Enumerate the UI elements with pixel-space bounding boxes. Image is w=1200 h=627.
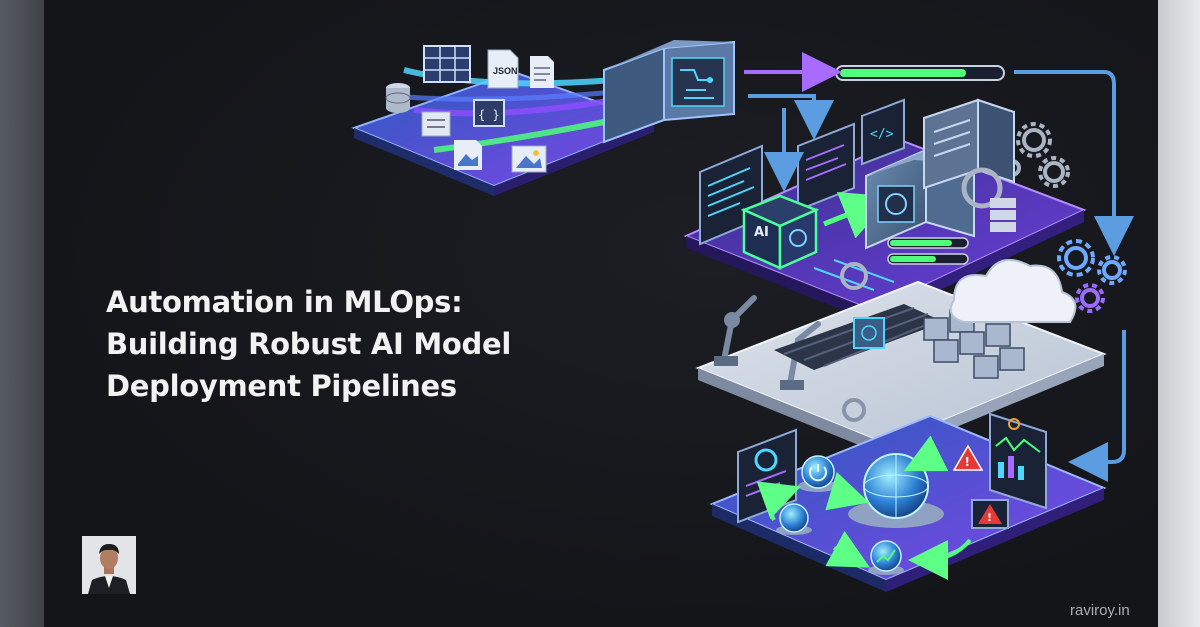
warning-icon-top: ! bbox=[952, 444, 984, 471]
author-avatar bbox=[82, 536, 136, 594]
title-line-1: Automation in MLOps: bbox=[106, 285, 463, 320]
right-letterbox bbox=[1158, 0, 1200, 627]
processing-machine bbox=[603, 40, 735, 144]
gear-icon-cluster-mid bbox=[1057, 239, 1127, 313]
gear-icon bbox=[840, 262, 868, 290]
image-file-icon bbox=[454, 140, 482, 170]
robot-arm-right bbox=[780, 321, 821, 390]
banner-canvas: Automation in MLOps: Building Robust AI … bbox=[44, 0, 1158, 627]
site-url: raviroy.in bbox=[1070, 602, 1130, 619]
mlops-pipeline-illustration: JSON { } bbox=[351, 40, 1134, 592]
ingestion-progress-bar bbox=[835, 65, 1005, 81]
picture-icon bbox=[511, 145, 547, 173]
chart-globe bbox=[868, 540, 904, 575]
title-line-3: Deployment Pipelines bbox=[106, 369, 457, 404]
json-label: JSON bbox=[493, 66, 518, 76]
left-letterbox bbox=[0, 0, 44, 627]
title-line-2: Building Robust AI Model bbox=[106, 327, 511, 362]
ai-cube: AI bbox=[740, 194, 820, 270]
svg-text:!: ! bbox=[987, 511, 992, 524]
json-file-icon: JSON bbox=[487, 49, 519, 89]
database-icon bbox=[385, 83, 411, 113]
gear-icon-small bbox=[842, 398, 866, 422]
page-title: Automation in MLOps: Building Robust AI … bbox=[106, 281, 626, 407]
dashboard-panel-right bbox=[989, 412, 1047, 510]
disk-stack bbox=[990, 198, 1016, 232]
training-progress-bars bbox=[887, 237, 969, 265]
code-symbol-label: </> bbox=[870, 127, 894, 142]
server-machine bbox=[923, 98, 1015, 209]
code-panel-mid bbox=[797, 122, 855, 212]
code-panel-top: </> bbox=[861, 98, 905, 166]
document-icon bbox=[530, 56, 554, 88]
form-icon bbox=[421, 111, 451, 137]
svg-text:!: ! bbox=[965, 455, 970, 469]
cloud-icon bbox=[949, 258, 1077, 323]
warning-icon-bottom: ! bbox=[971, 499, 1009, 529]
braces-file-icon: { } bbox=[473, 99, 505, 127]
braces-label: { } bbox=[478, 108, 500, 122]
ai-label: AI bbox=[754, 225, 769, 240]
robot-arm-left bbox=[714, 295, 757, 366]
spreadsheet-icon bbox=[423, 45, 471, 83]
model-cube-on-belt bbox=[853, 317, 885, 349]
